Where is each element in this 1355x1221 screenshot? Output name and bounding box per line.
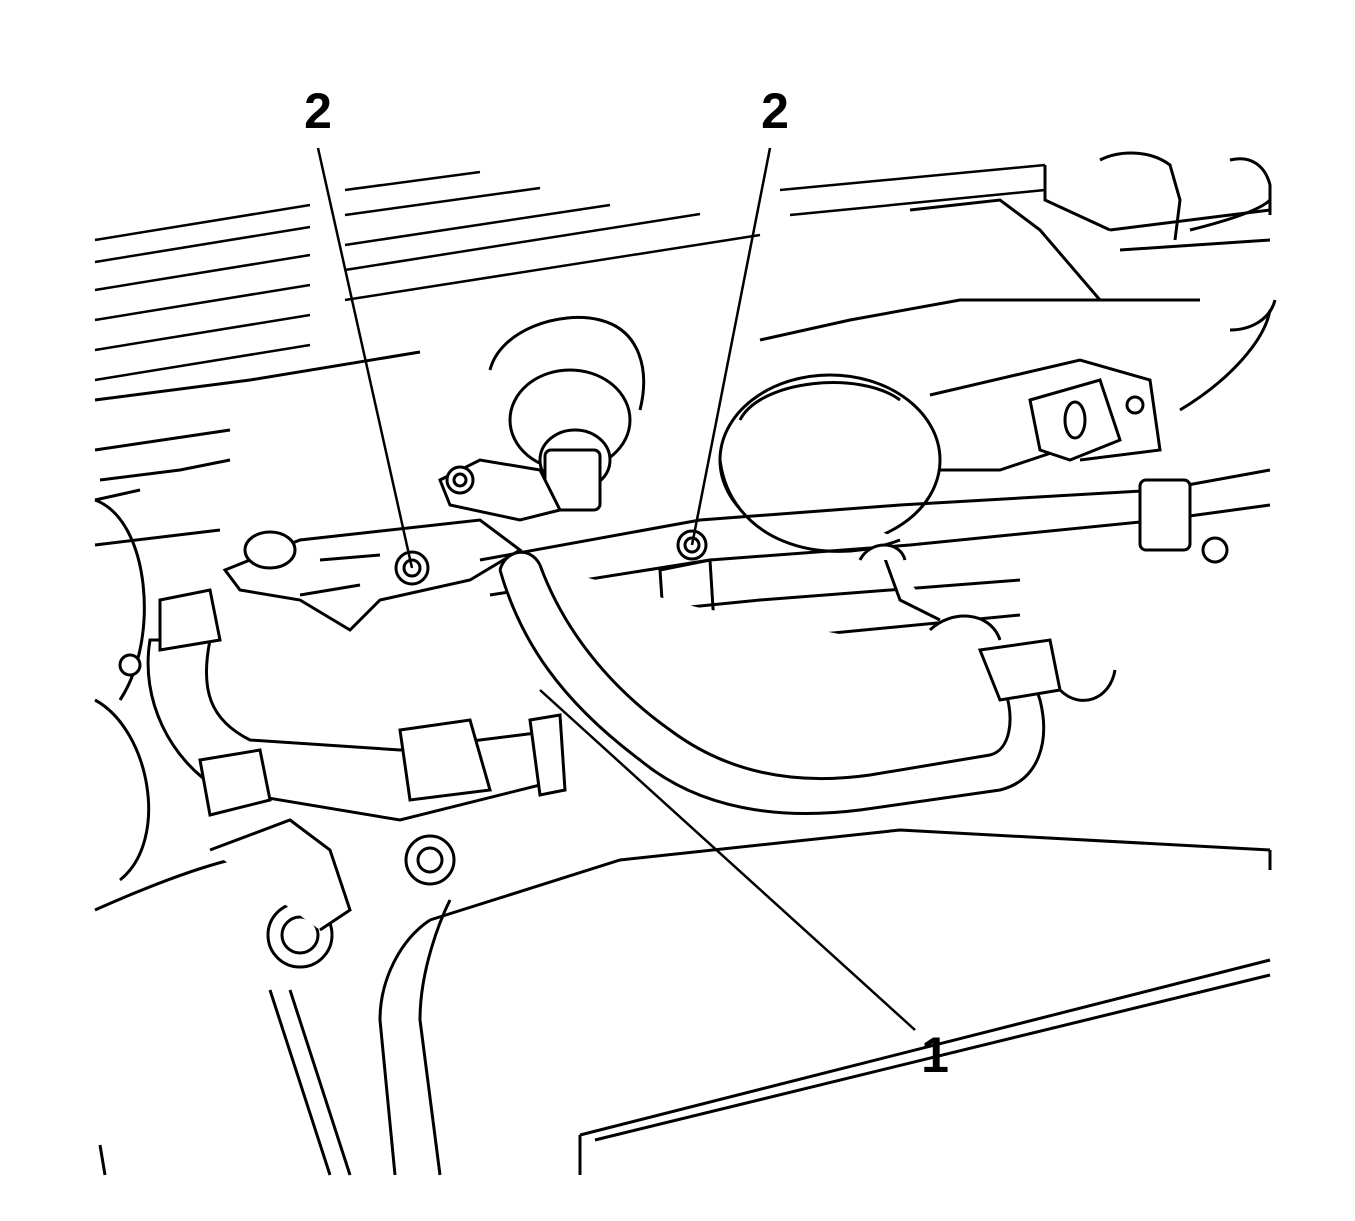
throttle-body <box>718 358 1162 553</box>
callout-label-right: 2 <box>761 83 789 139</box>
right-hoses <box>1058 198 1277 702</box>
engine-cover-lower <box>98 828 1272 1176</box>
leader-lines <box>316 147 916 1031</box>
leader-line-left <box>316 147 414 569</box>
camshaft-sensor <box>438 315 646 522</box>
engine-cover-stripes <box>94 163 1046 382</box>
lower-bolts <box>209 818 456 969</box>
coolant-hose <box>146 588 567 822</box>
pulley <box>94 498 151 882</box>
leader-line-bottom <box>539 689 916 1031</box>
callout-label-bottom: 1 <box>921 1027 949 1083</box>
leader-line-right <box>690 147 772 546</box>
vacuum-hose <box>498 543 1062 815</box>
callout-label-left: 2 <box>304 83 332 139</box>
